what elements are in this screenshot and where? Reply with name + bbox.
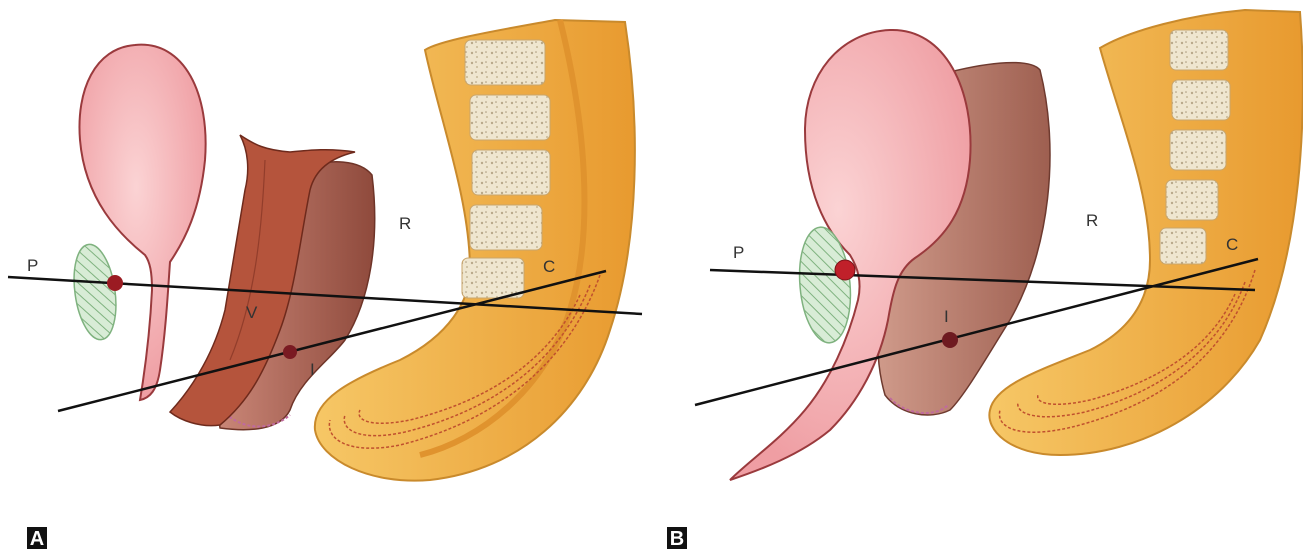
panel-letter-b: B (670, 528, 684, 550)
label-i: I (310, 360, 315, 379)
point-i-b (942, 332, 958, 348)
label-p-b: P (733, 243, 744, 262)
point-p-b (835, 260, 855, 280)
panel-a: P V I R C A (8, 20, 642, 550)
label-p: P (27, 256, 38, 275)
label-i-b: I (944, 307, 949, 326)
panel-b: P I R C B (667, 10, 1303, 550)
pubic-symphysis (69, 242, 122, 343)
bladder (79, 45, 205, 400)
label-v: V (246, 303, 258, 322)
label-r: R (399, 214, 411, 233)
panel-letter-a: A (30, 528, 44, 550)
label-c-b: C (1226, 235, 1238, 254)
point-i (283, 345, 297, 359)
label-r-b: R (1086, 211, 1098, 230)
point-p (107, 275, 123, 291)
label-c: C (543, 257, 555, 276)
